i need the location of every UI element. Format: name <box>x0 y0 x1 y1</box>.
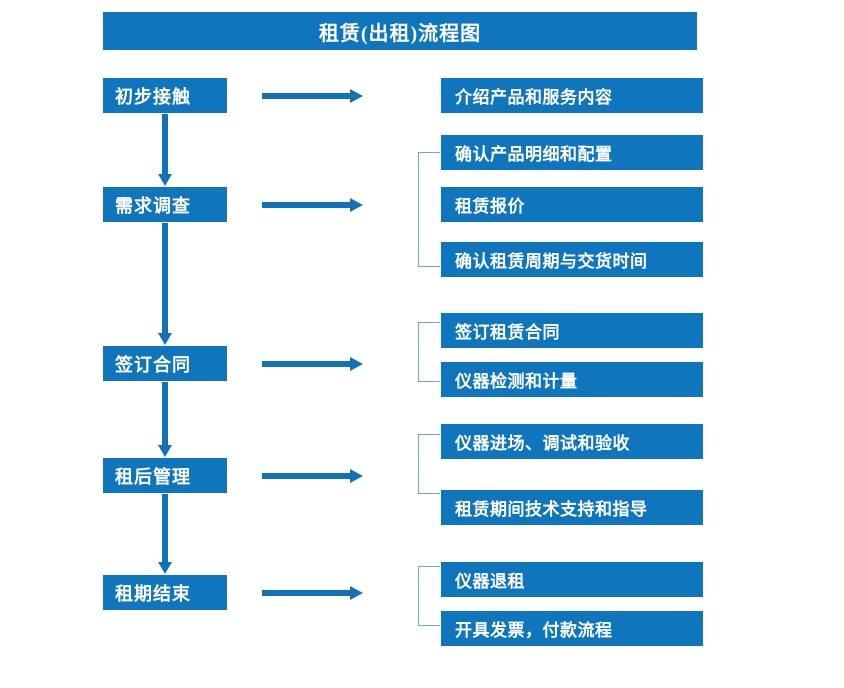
stage-box-2[interactable]: 需求调查 <box>103 187 227 222</box>
stage-box-5[interactable]: 租期结束 <box>103 575 227 610</box>
detail-box-7[interactable]: 仪器进场、调试和验收 <box>441 424 703 459</box>
detail-box-4[interactable]: 确认租赁周期与交货时间 <box>441 242 703 277</box>
horizontal-arrow-1 <box>262 89 363 103</box>
detail-box-6[interactable]: 仪器检测和计量 <box>441 362 703 397</box>
vertical-arrow-3-4 <box>158 382 172 457</box>
detail-box-3[interactable]: 租赁报价 <box>441 187 703 222</box>
vertical-arrow-1-2 <box>158 114 172 186</box>
detail-box-5[interactable]: 签订租赁合同 <box>441 313 703 348</box>
detail-box-9[interactable]: 仪器退租 <box>441 562 703 597</box>
group-bracket-4 <box>418 434 440 494</box>
vertical-arrow-4-5 <box>158 494 172 574</box>
stage-box-1[interactable]: 初步接触 <box>103 78 227 113</box>
group-bracket-2 <box>418 152 440 267</box>
detail-box-1[interactable]: 介绍产品和服务内容 <box>441 78 703 113</box>
stage-box-3[interactable]: 签订合同 <box>103 346 227 381</box>
detail-box-10[interactable]: 开具发票，付款流程 <box>441 611 703 646</box>
page-title: 租赁(出租)流程图 <box>103 12 697 50</box>
stage-box-4[interactable]: 租后管理 <box>103 458 227 493</box>
vertical-arrow-2-3 <box>158 223 172 345</box>
horizontal-arrow-3 <box>262 357 363 371</box>
detail-box-8[interactable]: 租赁期间技术支持和指导 <box>441 490 703 525</box>
horizontal-arrow-4 <box>262 469 363 483</box>
detail-box-2[interactable]: 确认产品明细和配置 <box>441 135 703 170</box>
group-bracket-5 <box>418 566 440 626</box>
horizontal-arrow-5 <box>262 586 363 600</box>
group-bracket-3 <box>418 322 440 382</box>
horizontal-arrow-2 <box>262 198 363 212</box>
